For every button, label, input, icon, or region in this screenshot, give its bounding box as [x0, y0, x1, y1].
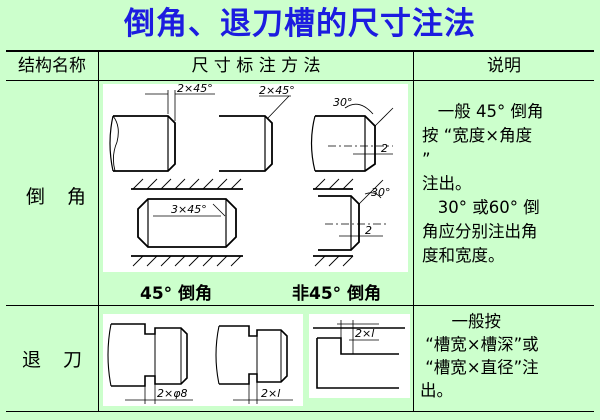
header-structure-name: 结构名称: [18, 56, 86, 76]
label-chamfer-angle2: 30°: [371, 186, 391, 199]
label-groove-diameter: 2×φ8: [157, 387, 187, 400]
groove-figure-depth: 2×l: [313, 320, 405, 389]
table-top-border: [6, 50, 594, 52]
label-chamfer-bore: 3×45°: [171, 203, 207, 216]
header-description: 说明: [487, 56, 521, 76]
column-divider-1: [98, 50, 99, 412]
groove-description: 一般按 “槽宽×槽深”或 “槽宽×直径”注 出。: [420, 312, 539, 400]
chamfer-description: 一般 45° 倒角 按 “宽度×角度 ” 注出。 30° 或60° 倒 角应分别…: [422, 102, 544, 265]
table-bottom-border: [6, 411, 594, 412]
groove-drawing-1: 2×φ8 2×l: [103, 314, 303, 406]
row-name-chamfer: 倒 角: [26, 186, 95, 208]
caption-non45-chamfer: 非45° 倒角: [292, 284, 382, 304]
label-chamfer-length2: 2: [365, 224, 372, 237]
chamfer-drawing: 2×45° 2×45° 30° 2 3×45° 30° 2: [103, 82, 408, 272]
label-chamfer-angle1: 30°: [333, 96, 353, 109]
row-divider: [6, 305, 594, 306]
label-groove-depth2: 2×l: [355, 327, 374, 340]
label-groove-depth1: 2×l: [261, 387, 280, 400]
label-chamfer-ext2: 2×45°: [259, 84, 295, 97]
row-name-groove: 退 刀 槽: [22, 349, 132, 371]
groove-figure-diameter: 2×φ8 2×l: [107, 323, 293, 404]
header-dimension-method: 尺 寸 标 注 方 法: [191, 56, 321, 76]
caption-45-chamfer: 45° 倒角: [140, 284, 213, 304]
page-title: 倒角、退刀槽的尺寸注法: [124, 6, 476, 42]
groove-drawing-2: 2×l: [309, 314, 410, 398]
chamfer-figure: 2×45° 2×45° 30° 2 3×45° 30° 2: [109, 82, 394, 267]
label-chamfer-ext1: 2×45°: [177, 84, 213, 95]
column-divider-2: [413, 50, 414, 412]
header-divider: [6, 80, 594, 81]
label-chamfer-length1: 2: [381, 142, 388, 155]
